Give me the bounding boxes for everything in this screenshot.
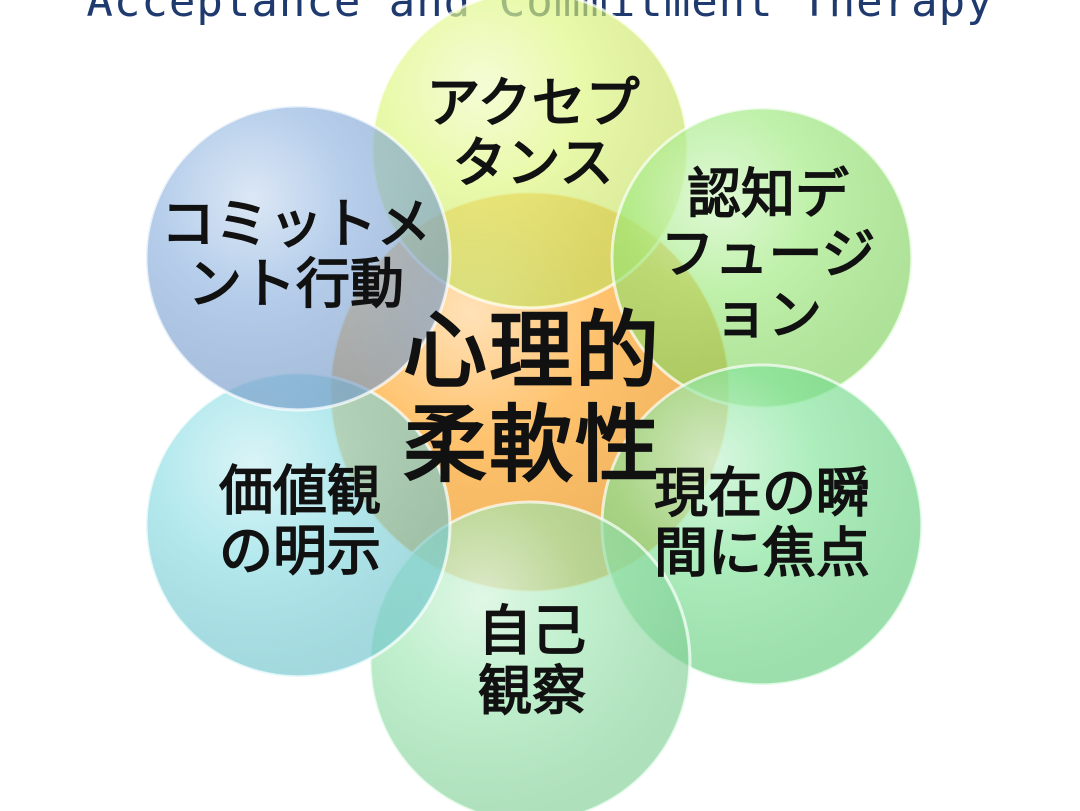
- petal-label-acceptance: アクセプタンス: [426, 71, 640, 195]
- petal-circle-committed-action-gloss: [148, 108, 448, 408]
- petal-label-line: 認知デ: [686, 162, 849, 226]
- petal-label-line: ョン: [713, 283, 822, 347]
- petal-circle-self-as-context-gloss: [372, 504, 688, 811]
- petal-label-present-moment: 現在の瞬間に焦点: [654, 461, 870, 585]
- petal-label-defusion: 認知デフュージョン: [660, 162, 876, 347]
- petal-label-values: 価値観の明示: [219, 459, 381, 583]
- petal-label-line: 現在の瞬: [654, 461, 870, 525]
- petal-circle-acceptance-gloss: [374, 0, 686, 306]
- petal-label-line: 価値観: [219, 459, 381, 523]
- petal-label-line: ント行動: [188, 253, 404, 316]
- petal-label-line: 自己: [478, 599, 586, 663]
- petal-label-line: の明示: [219, 520, 381, 583]
- petal-circle-present-moment-gloss: [604, 367, 920, 683]
- petal-label-line: アクセプ: [426, 71, 640, 135]
- petal-label-committed-action: コミットメント行動: [161, 192, 431, 316]
- petal-label-line: コミットメ: [161, 192, 431, 256]
- petal-label-self-as-context: 自己観察: [478, 599, 586, 723]
- center-label-line: 心理的: [402, 301, 662, 400]
- petal-label-line: フュージ: [660, 222, 876, 286]
- petal-label-line: タンス: [452, 132, 614, 195]
- petal-label-line: 観察: [478, 660, 586, 723]
- center-label-line: 柔軟性: [402, 396, 662, 494]
- petal-circle-values-gloss: [148, 375, 448, 675]
- petal-circle-defusion-gloss: [614, 110, 910, 406]
- petal-label-line: 間に焦点: [654, 522, 870, 585]
- center-label: 心理的柔軟性: [403, 304, 661, 492]
